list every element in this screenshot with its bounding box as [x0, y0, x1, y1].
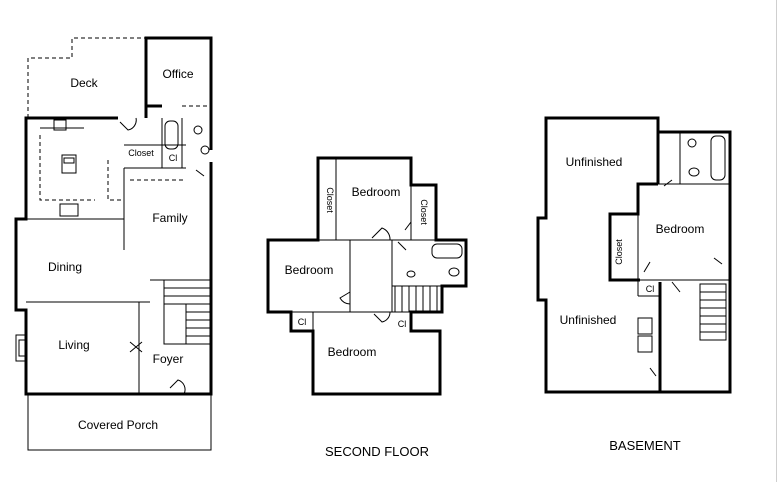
- closet-left-label: Closet: [325, 187, 335, 213]
- cl-label: Cl: [646, 284, 655, 294]
- cooktop-icon: [53, 119, 67, 131]
- cl-right-label: Cl: [398, 319, 407, 329]
- cl-left-label: Cl: [298, 317, 307, 327]
- basement-title: BASEMENT: [609, 438, 681, 453]
- bath-door[interactable]: [663, 179, 673, 187]
- closet-door[interactable]: [643, 261, 651, 273]
- toilet-icon: [688, 167, 700, 177]
- bedroom-top-label: Bedroom: [352, 185, 401, 199]
- closet-label: Closet: [128, 148, 154, 158]
- second-floor-exterior-wall: [266, 156, 468, 396]
- range-icon: [59, 203, 79, 217]
- closet-right-door[interactable]: [404, 221, 412, 231]
- fireplace-icon: [15, 334, 27, 362]
- cl-label: Cl: [169, 153, 178, 163]
- bedroom-left-door[interactable]: [339, 291, 351, 305]
- bathtub-icon: [164, 120, 179, 150]
- basement-stairs: [699, 283, 727, 341]
- unfinished-top-label: Unfinished: [566, 155, 623, 169]
- deck-label: Deck: [70, 76, 98, 90]
- sink-basin-icon: [63, 157, 75, 164]
- bathtub-icon: [710, 135, 726, 181]
- covered-porch-label: Covered Porch: [78, 418, 158, 432]
- washer-icon: [637, 317, 653, 335]
- bedroom-bottom-label: Bedroom: [328, 345, 377, 359]
- bath-door[interactable]: [195, 169, 205, 177]
- dining-label: Dining: [48, 260, 82, 274]
- office-walls: [144, 36, 213, 118]
- hall-door[interactable]: [649, 367, 657, 377]
- sink-icon: [687, 138, 697, 148]
- basement-exterior-wall: [536, 116, 732, 394]
- living-label: Living: [58, 338, 89, 352]
- bath-door[interactable]: [397, 241, 407, 251]
- second-floor-plan: Bedroom Bedroom Bedroom Closet Closet Cl…: [266, 156, 468, 459]
- dryer-icon: [637, 335, 653, 353]
- sink-icon: [200, 145, 210, 155]
- toilet-icon: [448, 267, 460, 277]
- closet-right-label: Closet: [419, 199, 429, 225]
- unfinished-bottom-label: Unfinished: [560, 313, 617, 327]
- kitchen-counter-outline: [39, 135, 186, 201]
- office-label: Office: [162, 67, 193, 81]
- bedroom-door[interactable]: [713, 257, 723, 265]
- covered-porch-outline: [27, 394, 212, 451]
- bedroom-bottom-door[interactable]: [373, 311, 391, 323]
- page-edge-line: [776, 0, 777, 482]
- toilet-icon: [193, 125, 203, 135]
- bedroom-label: Bedroom: [656, 222, 705, 236]
- foyer-label: Foyer: [153, 352, 184, 366]
- main-stairs: [163, 279, 212, 345]
- bedroom-walls: [608, 182, 658, 282]
- living-foyer-door[interactable]: [129, 341, 143, 353]
- bedroom-top-door[interactable]: [371, 227, 391, 241]
- closet-label: Closet: [614, 239, 624, 265]
- second-floor-title: SECOND FLOOR: [325, 444, 429, 459]
- deck-door[interactable]: [119, 117, 137, 131]
- bathtub-icon: [431, 243, 463, 259]
- basement-plan: Unfinished Unfinished Bedroom Closet Cl …: [536, 116, 732, 453]
- main-floor-plan: Deck Office Closet Cl Family Dining Livi…: [14, 36, 213, 451]
- stair-door[interactable]: [671, 281, 681, 293]
- second-floor-stairs: [394, 285, 443, 313]
- front-door[interactable]: [169, 379, 186, 395]
- island-sink-icon: [61, 154, 77, 174]
- fireplace-inner-icon: [18, 339, 26, 357]
- sink-icon: [406, 270, 416, 278]
- family-label: Family: [152, 211, 187, 225]
- bedroom-left-label: Bedroom: [285, 263, 334, 277]
